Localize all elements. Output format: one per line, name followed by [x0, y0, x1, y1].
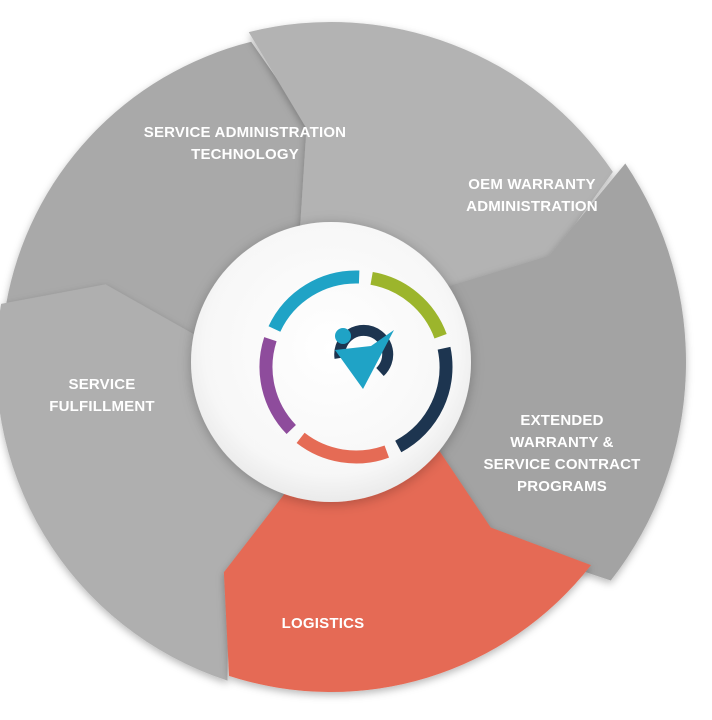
label-extended-warranty-line: EXTENDED — [520, 412, 603, 429]
label-service-fulfillment-line: SERVICE — [69, 376, 136, 393]
segment-service-fulfillment — [0, 284, 291, 681]
logo-ring-arc — [370, 271, 447, 339]
label-extended-warranty-line: PROGRAMS — [517, 478, 607, 495]
label-service-fulfillment: SERVICE FULFILLMENT — [49, 376, 155, 415]
logo-ring-arc — [296, 432, 390, 464]
label-oem-warranty-line: ADMINISTRATION — [466, 198, 598, 215]
logo-person-check — [335, 330, 394, 389]
segment-labels: SERVICE ADMINISTRATION TECHNOLOGY OEM WARR… — [49, 124, 640, 632]
label-service-fulfillment-line: FULFILLMENT — [49, 398, 155, 415]
segment-logistics — [223, 442, 592, 692]
logo-ring — [259, 270, 453, 464]
logo-ring-arc — [259, 337, 297, 435]
label-logistics-line: LOGISTICS — [282, 615, 365, 632]
logo-ring-arc — [395, 346, 453, 453]
logo-ring-arc — [268, 270, 360, 332]
logo-person-head — [335, 328, 351, 344]
segment-extended-warranty — [433, 163, 686, 581]
label-extended-warranty-line: WARRANTY & — [510, 434, 613, 451]
label-extended-warranty: EXTENDED WARRANTY & SERVICE CONTRACT PROGRA… — [483, 412, 640, 495]
label-oem-warranty: OEM WARRANTY ADMINISTRATION — [466, 176, 598, 215]
label-logistics: LOGISTICS — [282, 615, 365, 632]
label-service-admin-tech-line: TECHNOLOGY — [191, 146, 299, 163]
label-oem-warranty-line: OEM WARRANTY — [468, 176, 595, 193]
label-extended-warranty-line: SERVICE CONTRACT — [483, 456, 640, 473]
label-service-admin-tech-line: SERVICE ADMINISTRATION — [144, 124, 346, 141]
person-checkmark-logo-icon — [334, 324, 394, 389]
logo-circle-mark — [334, 324, 394, 377]
label-service-admin-tech: SERVICE ADMINISTRATION TECHNOLOGY — [144, 124, 346, 163]
